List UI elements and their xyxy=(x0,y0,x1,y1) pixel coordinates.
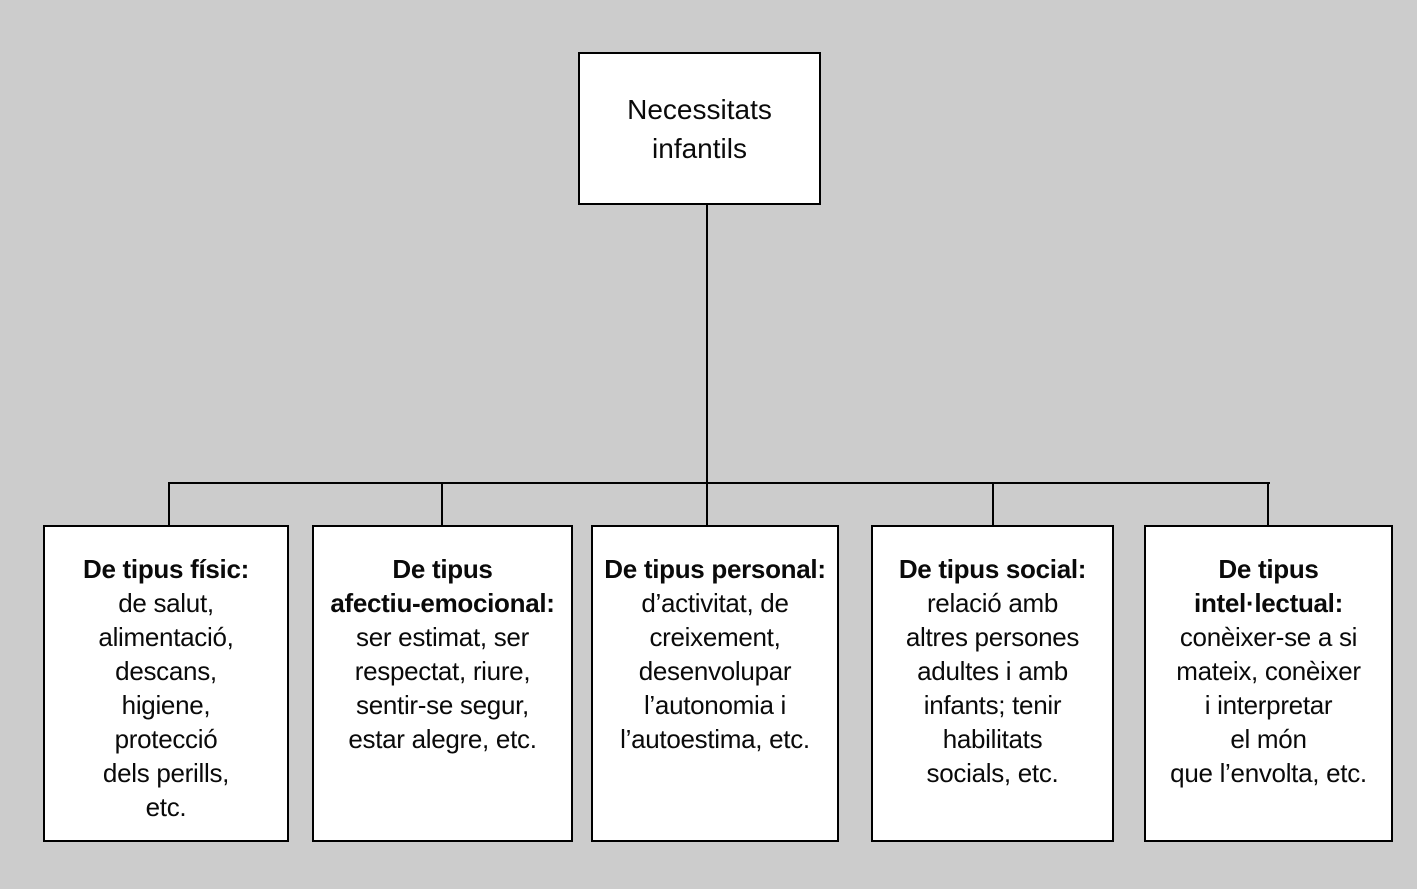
connector-drop-3 xyxy=(706,484,708,525)
connector-trunk xyxy=(706,205,708,483)
child-box-fisic-title: De tipus físic: xyxy=(83,554,249,584)
connector-horizontal-bar xyxy=(168,482,1270,484)
child-box-fisic: De tipus físic: de salut, alimentació, d… xyxy=(43,525,289,842)
child-box-afectiu-emocional: De tipus afectiu-emocional: ser estimat,… xyxy=(312,525,573,842)
child-box-personal-body: d’activitat, de creixement, desenvolupar… xyxy=(620,588,810,754)
connector-drop-2 xyxy=(441,484,443,525)
root-box-label: Necessitats infantils xyxy=(627,93,772,164)
child-box-intellectual-title: De tipus intel·lectual: xyxy=(1194,554,1343,618)
child-box-social: De tipus social: relació amb altres pers… xyxy=(871,525,1114,842)
child-box-fisic-body: de salut, alimentació, descans, higiene,… xyxy=(98,588,234,822)
child-box-afectiu-emocional-body: ser estimat, ser respectat, riure, senti… xyxy=(348,622,537,754)
connector-drop-5 xyxy=(1267,484,1269,525)
connector-drop-4 xyxy=(992,484,994,525)
child-box-social-title: De tipus social: xyxy=(898,554,1087,584)
child-box-afectiu-emocional-title: De tipus afectiu-emocional: xyxy=(330,554,555,618)
child-box-personal-title: De tipus personal: xyxy=(604,554,826,584)
child-box-intellectual: De tipus intel·lectual: conèixer-se a si… xyxy=(1144,525,1393,842)
child-box-social-body: relació amb altres persones adultes i am… xyxy=(905,588,1080,788)
connector-drop-1 xyxy=(168,484,170,525)
child-box-intellectual-body: conèixer-se a si mateix, conèixer i inte… xyxy=(1170,622,1367,788)
root-box: Necessitats infantils xyxy=(578,52,821,205)
child-box-personal: De tipus personal: d’activitat, de creix… xyxy=(591,525,839,842)
